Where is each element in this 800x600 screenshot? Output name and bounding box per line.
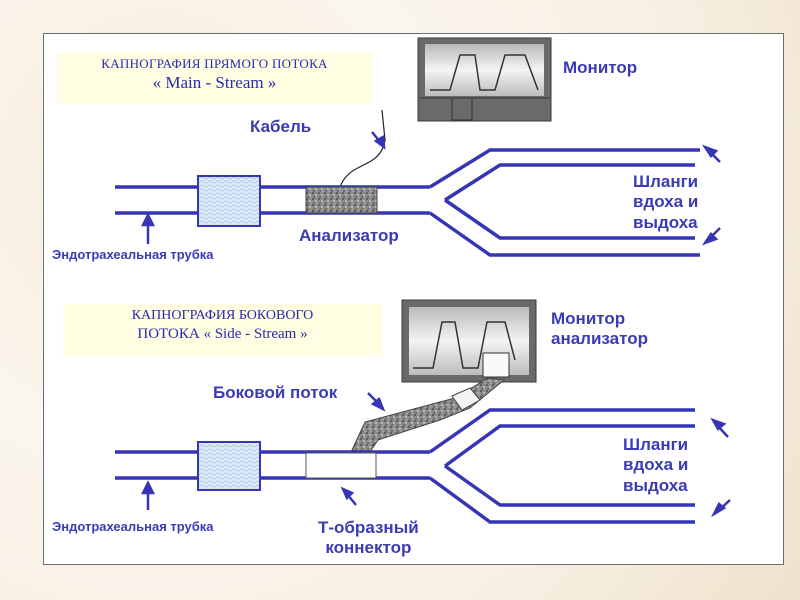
bottom-tube: [115, 408, 695, 524]
top-monitor: [417, 37, 552, 122]
bottom-monitor-label-line2: анализатор: [551, 329, 648, 349]
bottom-connector-label-line2: коннектор: [325, 538, 412, 558]
bottom-title-line2: ПОТОКА « Side - Stream »: [137, 325, 308, 342]
bottom-hoses-label: Шланги вдоха и выдоха: [623, 435, 688, 496]
top-tube-label: Эндотрахеальная трубка: [52, 247, 214, 262]
bottom-tube-label: Эндотрахеальная трубка: [52, 519, 214, 534]
bottom-monitor: [401, 299, 537, 383]
top-title-line2: « Main - Stream »: [152, 73, 277, 93]
top-cable: [339, 109, 386, 188]
bottom-monitor-label-line1: Монитор: [551, 309, 626, 328]
top-monitor-label: Монитор: [563, 58, 638, 77]
bottom-hoses-label-line3: выдоха: [623, 475, 688, 495]
bottom-sideflow-gap: [451, 387, 481, 411]
bottom-title-box: КАПНОГРАФИЯ БОКОВОГО ПОТОКА « Side - Str…: [63, 304, 382, 356]
bottom-arrows: [140, 392, 731, 518]
top-filter: [197, 175, 261, 227]
top-hoses-label-line1: Шланги: [633, 172, 699, 191]
top-hoses-label-line3: выдоха: [633, 212, 698, 232]
bottom-sideflow-label: Боковой поток: [213, 383, 338, 402]
top-analyzer-block: [305, 186, 378, 214]
bottom-connector-label-line1: Т-образный: [318, 518, 419, 537]
bottom-monitor-label: Монитор анализатор: [551, 309, 648, 350]
top-analyzer-label: Анализатор: [299, 226, 399, 245]
bottom-connector-label: Т-образный коннектор: [318, 518, 419, 559]
bottom-title-line1: КАПНОГРАФИЯ БОКОВОГО: [131, 308, 314, 323]
bottom-hoses-label-line1: Шланги: [623, 435, 689, 454]
top-tube: [115, 148, 700, 257]
top-cable-label: Кабель: [250, 117, 312, 136]
top-title-line1: КАПНОГРАФИЯ ПРЯМОГО ПОТОКА: [101, 56, 328, 71]
bottom-t-connector: [305, 452, 377, 479]
bottom-hoses-label-line2: вдоха и: [623, 455, 689, 475]
top-hoses-label-line2: вдоха и: [633, 192, 699, 212]
top-arrows: [140, 131, 721, 246]
top-title-box: КАПНОГРАФИЯ ПРЯМОГО ПОТОКА « Main - Stre…: [57, 52, 372, 104]
bottom-filter: [197, 441, 261, 491]
top-hoses-label: Шланги вдоха и выдоха: [633, 172, 698, 233]
